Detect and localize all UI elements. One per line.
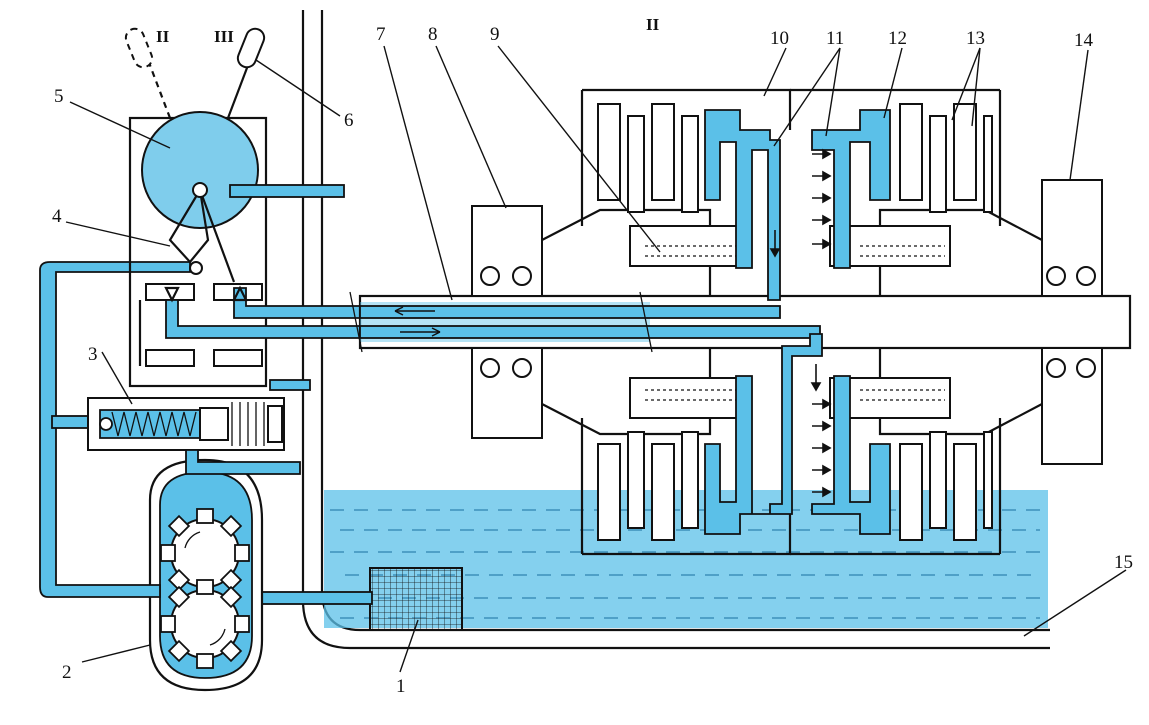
pressure-line	[39, 261, 191, 598]
relief-valve	[87, 397, 301, 475]
valve-cam	[141, 111, 259, 229]
suction-pipe	[261, 591, 373, 605]
control-lever	[124, 27, 266, 119]
left-bearing-block	[471, 205, 543, 439]
label-5: 5	[54, 86, 64, 107]
label-position-left: II	[156, 27, 170, 46]
label-position-right: III	[214, 27, 234, 46]
label-11: 11	[826, 28, 844, 49]
right-bearing-block	[1041, 179, 1103, 465]
label-12: 12	[888, 28, 907, 49]
label-9: 9	[490, 24, 500, 45]
label-15: 15	[1114, 552, 1133, 573]
lower-gear	[160, 579, 250, 669]
oil-filter	[369, 567, 463, 631]
label-8: 8	[428, 24, 438, 45]
label-14: 14	[1074, 30, 1094, 51]
part-labels: 1 2 3 4 5 6 7 8 9 10 11 12 13 14 15 II I…	[52, 15, 1133, 697]
clutch-drums	[580, 88, 1002, 556]
label-clutch-top: II	[646, 15, 660, 34]
clutch-pistons	[704, 109, 891, 535]
leader-lines	[65, 45, 1127, 673]
label-4: 4	[52, 206, 62, 227]
control-valve	[128, 111, 361, 391]
gear-pump	[148, 458, 264, 692]
main-shaft	[349, 291, 1132, 353]
label-2: 2	[62, 662, 72, 683]
label-3: 3	[88, 344, 98, 365]
clutch-hubs	[541, 208, 1043, 436]
label-6: 6	[344, 110, 354, 131]
label-13: 13	[966, 28, 985, 49]
label-1: 1	[396, 676, 406, 697]
label-10: 10	[770, 28, 789, 49]
label-7: 7	[376, 24, 386, 45]
